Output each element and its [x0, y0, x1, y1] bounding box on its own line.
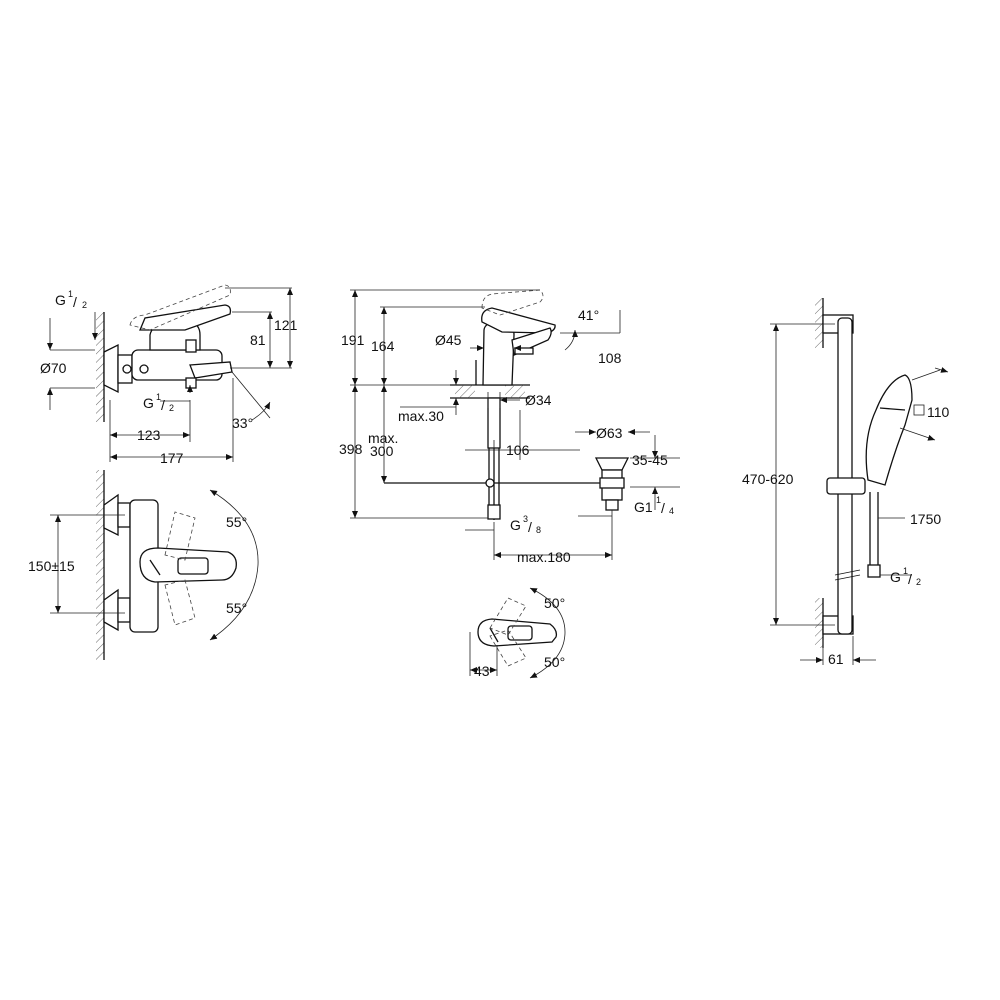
fraction-slash: / — [73, 294, 77, 310]
shower-thread-num: 1 — [903, 566, 908, 576]
waste-thread-num: 1 — [656, 495, 661, 505]
basin-height-total-label: 191 — [341, 332, 365, 348]
fraction-slash: / — [528, 519, 532, 535]
fraction-slash: / — [161, 397, 165, 413]
basin-lever-offset-label: 43 — [474, 663, 490, 679]
basin-max-value-label: 300 — [370, 443, 394, 459]
bath-thread-bottom-num: 1 — [156, 392, 161, 402]
bath-thread-top-label: G — [55, 292, 66, 308]
shower-rail-set — [770, 298, 949, 665]
basin-diameter-top-label: Ø45 — [435, 332, 462, 348]
bath-thread-bottom-den: 2 — [169, 403, 174, 413]
basin-lever-angle-up-label: 50° — [544, 595, 565, 611]
bath-total-width-label: 177 — [160, 450, 184, 466]
wall-hatch — [96, 470, 104, 660]
fraction-slash: / — [661, 500, 665, 516]
bath-thread-top-num: 1 — [68, 289, 73, 299]
bath-spout-angle-label: 33° — [232, 415, 253, 431]
feed-thread-den: 8 — [536, 525, 541, 535]
basin-mixer-top-view — [469, 587, 566, 679]
bath-spout-width-label: 123 — [137, 427, 161, 443]
bath-height-body-label: 81 — [250, 332, 266, 348]
wall-hatch — [815, 598, 823, 648]
waste-range-label: 35-45 — [632, 452, 668, 468]
basin-height-body-label: 164 — [371, 338, 395, 354]
waste-thread-label: G1 — [634, 499, 653, 515]
basin-spout-height-label: 108 — [598, 350, 622, 366]
basin-lever-angle-down-label: 50° — [544, 654, 565, 670]
feed-thread-num: 3 — [523, 514, 528, 524]
basin-deck-thickness-label: max.30 — [398, 408, 444, 424]
basin-handle-angle-label: 41° — [578, 307, 599, 323]
feed-thread-label: G — [510, 517, 521, 533]
fraction-slash: / — [908, 571, 912, 587]
shower-thread-label: G — [890, 569, 901, 585]
bath-thread-bottom-label: G — [143, 395, 154, 411]
deck-hatch — [505, 385, 525, 398]
shower-rail-length-label: 470-620 — [742, 471, 794, 487]
bath-lever-angle-down-label: 55° — [226, 600, 247, 616]
shower-rail-projection-label: 61 — [828, 651, 844, 667]
basin-mixer-side-view — [350, 289, 680, 560]
pop-up-length-label: max.180 — [517, 549, 571, 565]
basin-max-label: max. — [368, 430, 398, 446]
basin-reach-label: 106 — [506, 442, 530, 458]
shower-hose-length-label: 1750 — [910, 511, 941, 527]
shower-thread-den: 2 — [916, 577, 921, 587]
bath-centres-label: 150±15 — [28, 558, 75, 574]
wall-hatch — [96, 312, 104, 422]
basin-diameter-base-label: Ø34 — [525, 392, 552, 408]
basin-under-deck-label: 398 — [339, 441, 363, 457]
deck-hatch — [455, 385, 475, 398]
waste-thread-den: 4 — [669, 506, 674, 516]
bath-height-total-label: 121 — [274, 317, 298, 333]
bath-diameter-label: Ø70 — [40, 360, 67, 376]
bath-lever-angle-up-label: 55° — [226, 514, 247, 530]
shower-hand-size-label: 110 — [927, 404, 950, 420]
bath-mixer-front-view — [50, 470, 259, 660]
bath-thread-top-den: 2 — [82, 300, 87, 310]
bath-mixer-side-view — [47, 284, 293, 462]
wall-hatch — [815, 298, 823, 348]
waste-diameter-label: Ø63 — [596, 425, 623, 441]
